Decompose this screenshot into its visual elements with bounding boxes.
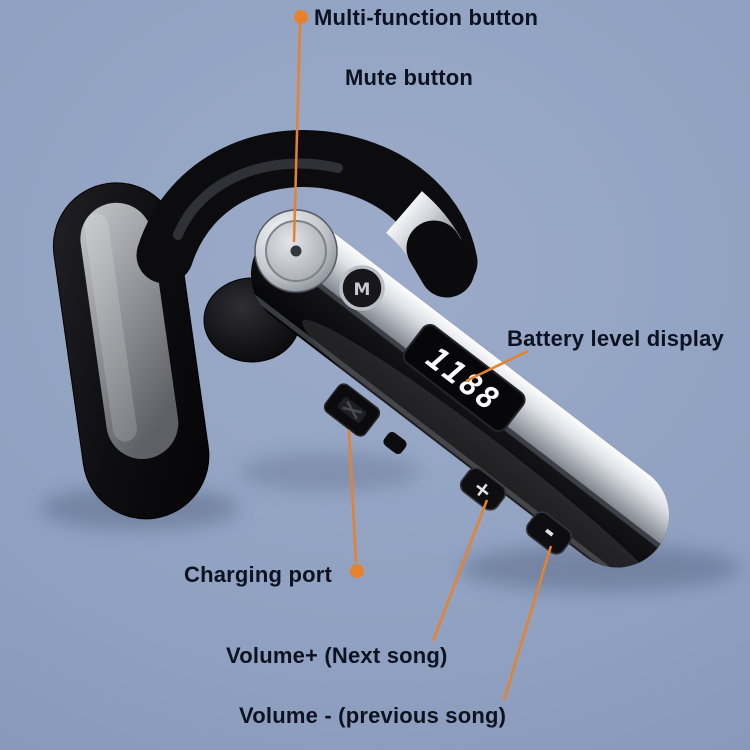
charging-port [323,383,381,437]
callout-line-volume-down [502,545,553,701]
callout-line-charging [347,429,358,564]
label-volume-down: Volume - (previous song) [239,703,507,728]
label-multi-function-button: Multi-function button [314,5,539,30]
callout-line-multi-function [292,23,302,243]
multi-function-button [254,209,338,293]
shadow [460,544,740,592]
label-charging-port: Charging port [184,562,333,587]
volume-down-button: - [525,511,573,555]
label-mute-button: Mute button [345,65,474,90]
shadow [240,452,420,492]
mute-button: M [339,265,385,311]
label-volume-up: Volume+ (Next song) [226,643,448,668]
ear-hook-highlight [173,158,343,240]
label-battery-level-display: Battery level display [507,326,724,351]
ear-hook-tip [406,220,475,298]
callout-line-volume-up [431,499,489,642]
volume-up-button: + [459,467,507,511]
port-nub [383,431,407,455]
callout-dot-multi-function [294,10,308,24]
callout-line-battery [465,349,529,383]
callout-lines [292,23,553,701]
mute-button-letter: M [354,280,371,300]
callout-dot-charging [350,564,364,578]
